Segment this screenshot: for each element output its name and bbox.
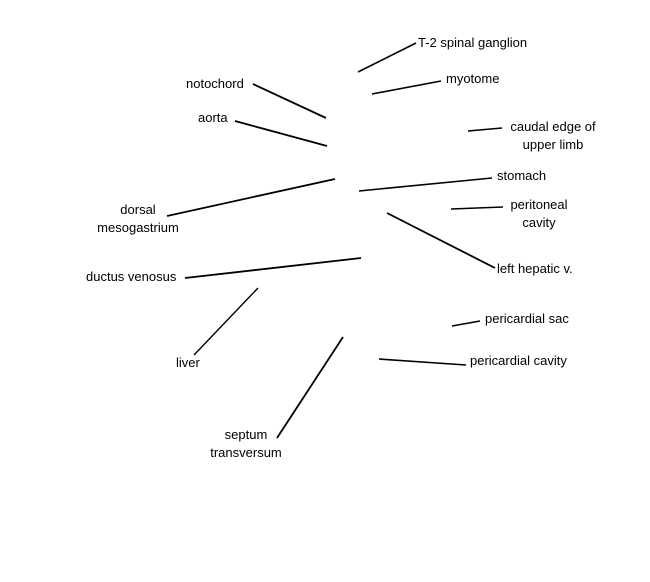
leader-dorsal-mesogastrium	[166, 178, 336, 217]
label-left-hepatic-v: left hepatic v.	[497, 261, 573, 276]
leader-peritoneal-cavity	[450, 206, 504, 210]
label-pericardial-cavity: pericardial cavity	[470, 353, 567, 368]
leader-septum-transversum	[276, 336, 344, 439]
label-notochord: notochord	[186, 76, 244, 91]
label-pericardial-sac: pericardial sac	[485, 311, 569, 326]
leader-liver	[193, 287, 259, 356]
label-myotome: myotome	[446, 71, 500, 86]
label-t2-spinal-ganglion: T-2 spinal ganglion	[418, 35, 528, 50]
label-septum-transversum-line1: septum	[224, 427, 268, 442]
label-peritoneal-cavity: peritoneal cavity	[501, 196, 577, 232]
label-caudal-edge-line1: caudal edge of	[510, 119, 596, 134]
label-aorta: aorta	[198, 110, 228, 125]
label-dorsal-mesogastrium: dorsal mesogastrium	[88, 201, 188, 237]
label-liver: liver	[176, 355, 200, 370]
label-septum-transversum-line2: transversum	[210, 445, 282, 460]
label-peritoneal-cavity-line1: peritoneal	[510, 197, 568, 212]
label-dorsal-mesogastrium-line2: mesogastrium	[97, 220, 179, 235]
leader-stomach	[358, 177, 493, 192]
leader-t2-spinal-ganglion	[357, 42, 417, 73]
label-dorsal-mesogastrium-line1: dorsal	[120, 202, 156, 217]
leader-caudal-edge	[467, 127, 503, 132]
label-caudal-edge-line2: upper limb	[522, 137, 584, 152]
label-septum-transversum: septum transversum	[196, 426, 296, 462]
leader-myotome	[371, 80, 442, 95]
label-ductus-venosus: ductus venosus	[86, 269, 177, 284]
leader-ductus-venosus	[184, 257, 362, 279]
leader-pericardial-cavity	[378, 358, 467, 366]
label-caudal-edge-of-upper-limb: caudal edge of upper limb	[503, 118, 603, 154]
leader-pericardial-sac	[451, 320, 481, 327]
leader-notochord	[252, 83, 327, 119]
leader-aorta	[234, 120, 328, 147]
label-stomach: stomach	[497, 168, 547, 183]
leader-left-hepatic-v	[386, 212, 496, 269]
label-peritoneal-cavity-line2: cavity	[522, 215, 556, 230]
